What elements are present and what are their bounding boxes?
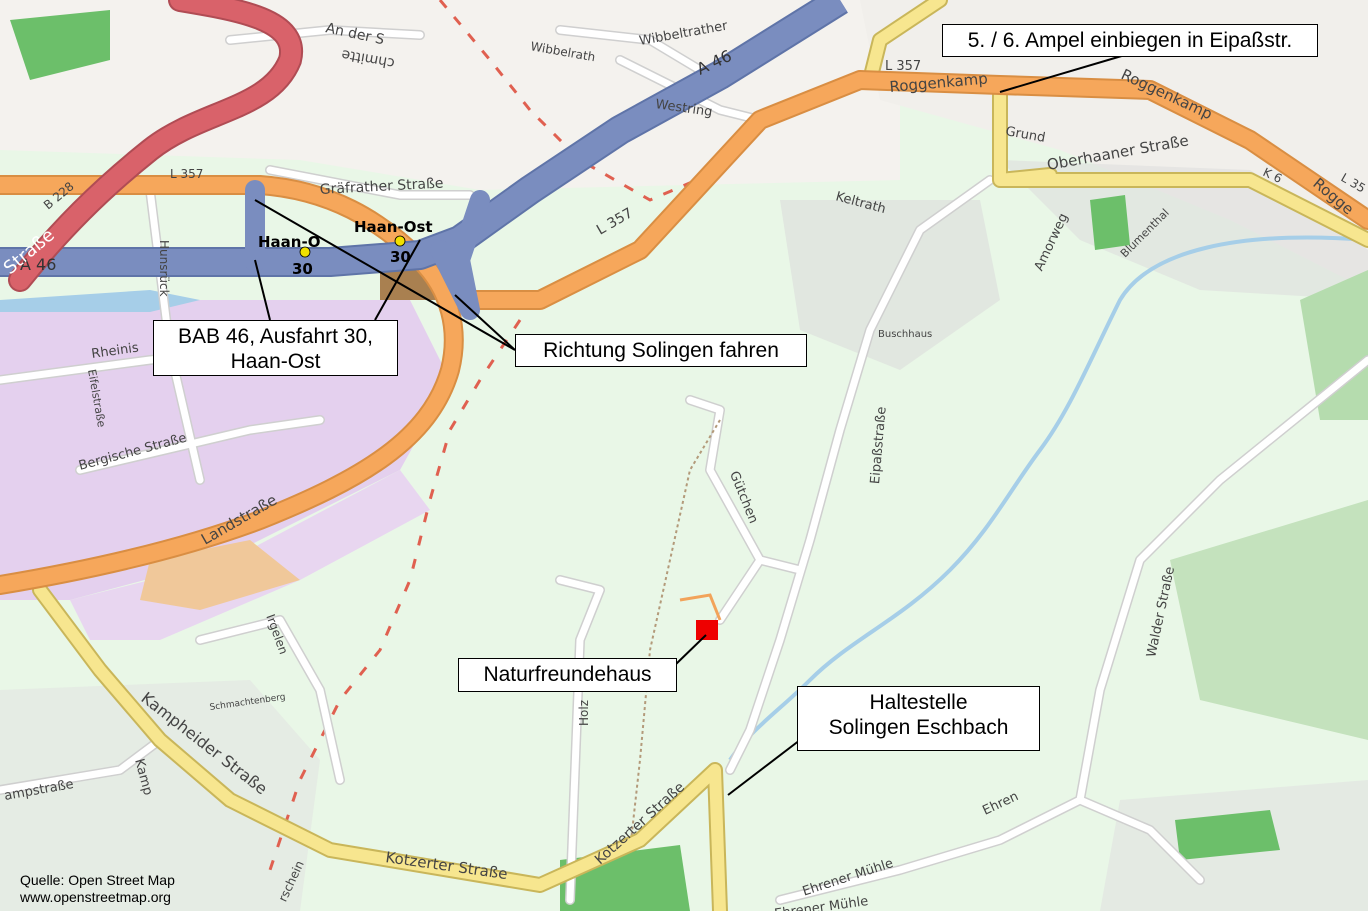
naturfreundehaus-marker[interactable]	[696, 620, 718, 640]
callout-naturfreundehaus: Naturfreundehaus	[458, 658, 677, 692]
access-path	[679, 593, 722, 621]
railway-north	[438, 0, 721, 202]
exit-west-marker	[299, 246, 311, 258]
footpath	[629, 419, 721, 851]
forest-blumenthal	[1090, 195, 1130, 250]
trunk-road	[10, 0, 302, 290]
label-l357-west: L 357	[170, 167, 203, 181]
label-buschhaus: Buschhaus	[878, 329, 932, 340]
map-source-attribution: Quelle: Open Street Map www.openstreetma…	[20, 872, 175, 906]
exit-east-marker	[394, 235, 406, 247]
exit-west-number: 30	[292, 260, 313, 278]
residential-area-southwest	[0, 680, 320, 911]
stream-eschbach	[728, 235, 1368, 762]
water-west	[0, 290, 200, 312]
secondary-roads	[32, 0, 1368, 911]
label-a46-west: A 46	[20, 255, 56, 274]
callout-leader-lines	[254, 54, 1126, 796]
cemetery-area	[1170, 500, 1368, 740]
callout-haltestelle-line1: Haltestelle	[869, 691, 968, 714]
callout-bab-line2: Haan-Ost	[230, 350, 321, 374]
label-rheinis: Rheinis	[90, 340, 139, 361]
callout-bab-line1: BAB 46, Ausfahrt 30,	[178, 325, 373, 348]
exit-east-name: Haan-Ost	[354, 218, 433, 236]
primary-roads	[0, 70, 1368, 595]
source-line1: Quelle: Open Street Map	[20, 872, 175, 888]
motorway-ramps	[245, 180, 490, 320]
exit-east-number: 30	[390, 248, 411, 266]
forest-ehren	[1175, 810, 1280, 860]
callout-bab-ausfahrt: BAB 46, Ausfahrt 30, Haan-Ost	[153, 320, 398, 376]
forest-northwest	[10, 10, 110, 80]
label-eipassstrasse: Eipaßstraße	[868, 406, 890, 485]
exit-west-name: Haan-O	[258, 233, 320, 251]
callout-richtung-solingen: Richtung Solingen fahren	[515, 334, 807, 367]
label-holz: Holz	[577, 700, 591, 726]
callout-haltestelle: Haltestelle Solingen Eschbach	[797, 686, 1040, 751]
commercial-building	[140, 540, 300, 610]
callout-ampel: 5. / 6. Ampel einbiegen in Eipaßstr.	[942, 24, 1318, 57]
label-grund: Grund	[1004, 124, 1046, 146]
source-line2[interactable]: www.openstreetmap.org	[20, 888, 171, 905]
label-l357-north: L 357	[885, 59, 921, 74]
urban-area-north	[0, 0, 900, 190]
forest-east	[1300, 270, 1368, 420]
minor-roads	[0, 26, 1368, 904]
railway-south	[268, 319, 522, 871]
callout-haltestelle-line2: Solingen Eschbach	[828, 716, 1009, 740]
label-grafrather: Gräfrather Straße	[319, 176, 443, 198]
label-hunsrueck: Hunsrück	[157, 240, 171, 297]
